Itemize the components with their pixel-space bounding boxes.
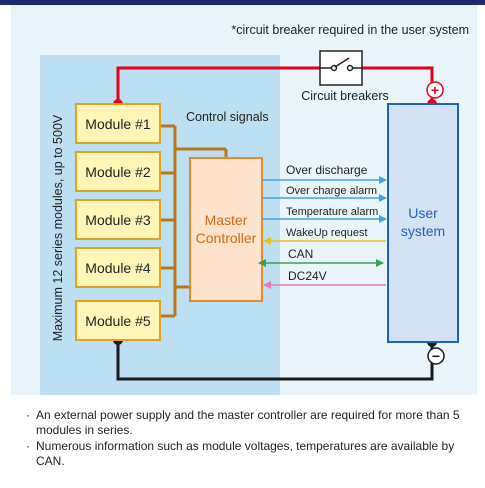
signal-label-wakeup: WakeUp request xyxy=(286,227,368,239)
master-line-1: Master xyxy=(205,212,248,228)
footnote-1: An external power supply and the master … xyxy=(26,408,466,438)
control-signals-label: Control signals xyxy=(186,110,269,124)
system-diagram: *circuit breaker required in the user sy… xyxy=(40,23,469,395)
breaker-label: Circuit breakers xyxy=(301,89,389,103)
svg-text:Module #3: Module #3 xyxy=(85,212,151,228)
signal-label-temperature: Temperature alarm xyxy=(286,206,378,218)
svg-text:+: + xyxy=(431,82,439,98)
module-box-2: Module #2 xyxy=(75,151,161,192)
svg-text:Module #2: Module #2 xyxy=(85,164,151,180)
master-controller-box: Master Controller xyxy=(189,157,263,302)
minus-symbol: − xyxy=(427,347,445,365)
signal-label-over-discharge: Over discharge xyxy=(286,163,368,177)
signal-label-can: CAN xyxy=(288,247,313,261)
svg-text:Module #1: Module #1 xyxy=(85,116,151,132)
signal-label-dc24v: DC24V xyxy=(288,269,327,283)
circuit-breaker-icon xyxy=(319,50,363,86)
module-box-4: Module #4 xyxy=(75,247,161,288)
series-label: Maximum 12 series modules, up to 500V xyxy=(51,114,65,341)
signal-label-over-charge: Over charge alarm xyxy=(286,185,377,197)
user-system-box: User system xyxy=(387,103,459,343)
module-box-1: Module #1 xyxy=(75,103,161,144)
control-signal-lines xyxy=(160,124,228,318)
footnotes: An external power supply and the master … xyxy=(26,408,466,470)
user-line-1: User xyxy=(408,205,438,221)
footnote-2: Numerous information such as module volt… xyxy=(26,439,466,469)
header-note: *circuit breaker required in the user sy… xyxy=(231,23,469,37)
svg-text:Module #5: Module #5 xyxy=(85,313,151,329)
master-line-2: Controller xyxy=(196,230,257,246)
module-box-3: Module #3 xyxy=(75,199,161,240)
plus-symbol: + xyxy=(426,81,444,99)
svg-text:−: − xyxy=(432,348,440,364)
top-bar xyxy=(0,0,485,5)
svg-text:Module #4: Module #4 xyxy=(85,260,151,276)
module-box-5: Module #5 xyxy=(75,300,161,341)
user-line-2: system xyxy=(401,223,445,239)
